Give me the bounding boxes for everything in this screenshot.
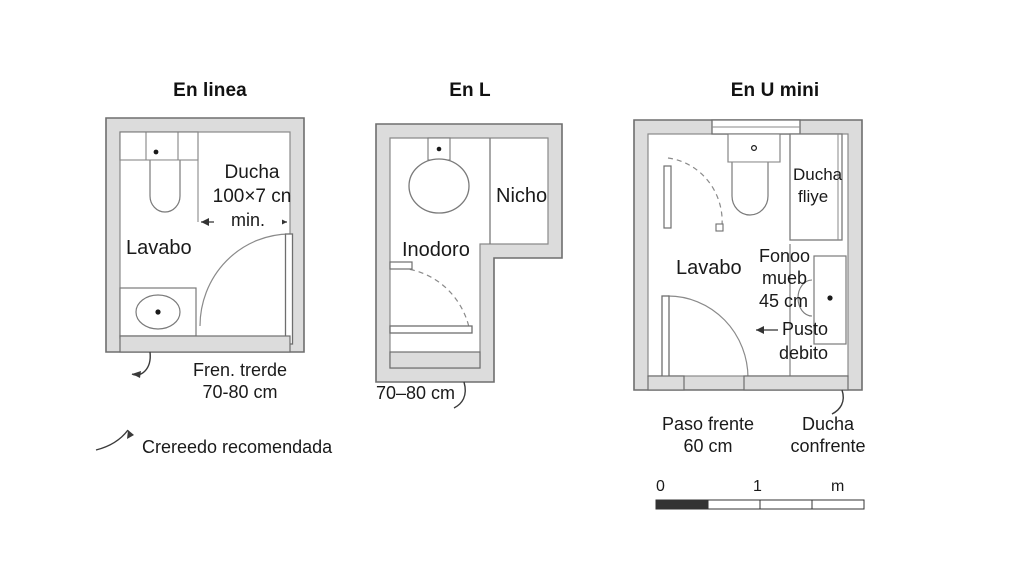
toilet-bowl [731,162,769,216]
label-ducha-size-en-linea: 100×7 cn [212,186,292,207]
sink-basin [135,294,181,330]
door-swing-arc [667,295,749,379]
upper-door-leaf [663,165,672,229]
toilet-flush-dot [153,149,159,155]
label-vanity-line1: Fonoo [759,246,811,266]
plan-en-l [375,123,563,409]
leader-front-clearance [453,381,466,409]
toilet-bowl [408,158,470,214]
label-lavabo-en-u-mini: Lavabo [676,257,742,279]
scale-segment-3 [759,499,813,510]
door-leaf [661,295,670,381]
door-swing-arc [199,233,291,327]
label-pusto-line2: debito [779,343,829,363]
scale-segment-4 [811,499,865,510]
label-ducha-fliye-en-u-mini: fliye [798,187,829,206]
caption-paso-frente-line2: 60 cm [683,436,733,456]
toilet-flush-dot [750,145,757,152]
scale-tick-1: 1 [753,478,762,495]
plan-title-en-linea: En linea [173,80,247,101]
caption-ducha-confrente-line2: confrente [790,436,866,456]
caption-paso-frente-line1: Paso frente [661,414,755,434]
caption-front-clearance-en-l: 70–80 cm [376,383,456,403]
label-lavabo-en-linea: Lavabo [126,237,192,259]
label-ducha-en-u-mini: Ducha [793,165,843,184]
sink-drain [155,309,161,315]
door-hinge-block [389,261,413,270]
vanity-counter [119,287,197,337]
upper-door-stop [715,223,724,232]
toilet-cistern [119,131,199,161]
bottom-wall-band-left [647,375,685,391]
vanity-sink-drain [827,295,833,301]
label-inodoro-en-l: Inodoro [402,239,470,261]
door-leaf [284,233,294,345]
leader-recommended [95,429,129,451]
label-pusto-line1: Pusto [782,319,829,339]
scale-unit-label: m [831,478,845,495]
label-nicho-en-l: Nicho [496,185,548,207]
label-ducha-en-linea: Ducha [224,162,280,183]
leader-recommended-head [127,430,134,439]
leader-front-clearance-head [132,371,141,378]
leader-front-clearance [131,351,151,376]
scale-segment-filled [655,499,709,510]
label-ducha-min-en-linea: min. [214,210,282,231]
label-vanity-line2: mueb [762,268,808,288]
label-vanity-line3: 45 cm [759,291,809,311]
toilet-cistern [727,133,781,163]
caption-front-clearance-line2: 70-80 cm [202,382,278,402]
bottom-wall-band [119,335,291,353]
scale-bar: 0 1 m [650,478,865,498]
door-swing-arc [391,267,471,333]
scale-tick-0: 0 [656,478,665,495]
plan-title-en-u-mini: En U mini [730,80,820,101]
leader-ducha-confrente [831,389,844,415]
scale-bar-graphic [655,499,865,510]
upper-door-swing-arc [667,157,723,227]
toilet-flush-dot [436,146,442,152]
bottom-wall-band [389,351,481,369]
pusto-arrow [756,326,778,334]
toilet-bowl [149,160,181,213]
caption-recommended: Crereedo recomendada [142,437,333,457]
scale-segment-2 [707,499,761,510]
wall-outline [105,117,305,353]
bottom-wall-band-right [743,375,849,391]
plan-title-en-l: En L [449,80,491,101]
toilet-cistern [427,137,451,161]
caption-ducha-confrente-line1: Ducha [801,414,855,434]
door-leaf [389,325,473,334]
window [711,119,801,135]
caption-front-clearance-line1: Fren. trerde [192,360,288,380]
